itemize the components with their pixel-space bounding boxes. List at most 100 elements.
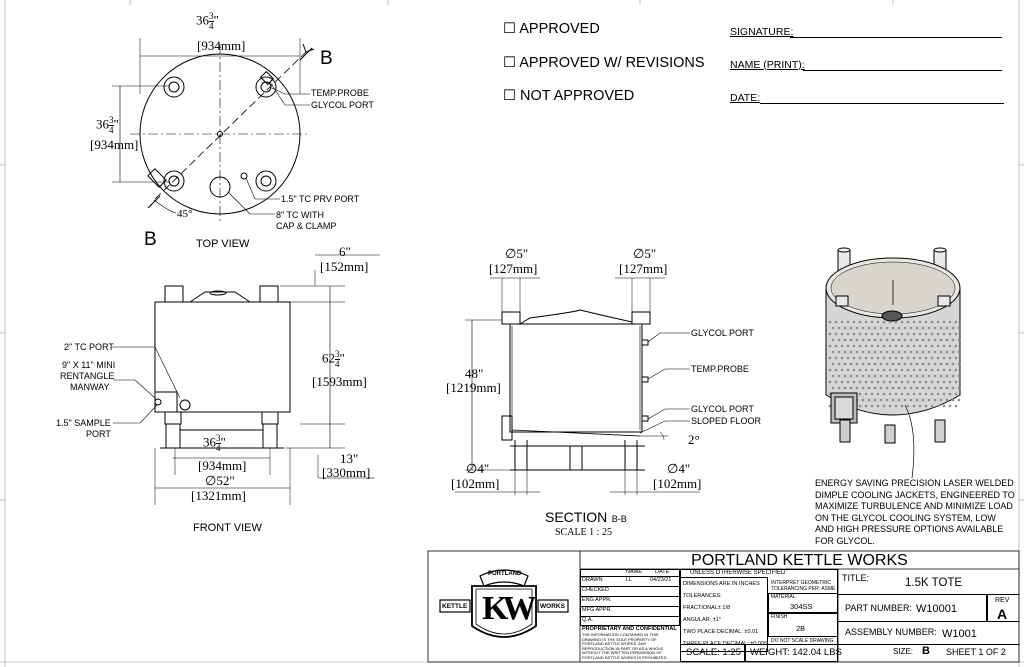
dimple [951, 350, 955, 354]
dimple [945, 350, 949, 354]
dimple [846, 356, 850, 360]
dimple [873, 362, 877, 366]
front-inner-mm: [934mm] [198, 458, 247, 473]
top-temp-probe-label: TEMP.PROBE [311, 88, 369, 98]
approved-option[interactable]: ☐ APPROVED [503, 21, 600, 37]
dimple [861, 398, 865, 402]
dimple [888, 404, 892, 408]
dimple [912, 368, 916, 372]
dimple [900, 320, 904, 324]
dimple [888, 368, 892, 372]
dimple [924, 356, 928, 360]
dimple [858, 368, 862, 372]
dimple [876, 404, 880, 408]
signoff-label: MFG APPR. [582, 607, 612, 613]
dimple [951, 386, 955, 390]
dimple [951, 374, 955, 378]
dimple [885, 326, 889, 330]
dimple [948, 380, 952, 384]
dimple [924, 380, 928, 384]
scale-value: SCALE: 1:25 [686, 647, 741, 658]
top-glycol-port-label: GLYCOL PORT [311, 100, 374, 110]
front-outer-mm: [1321mm] [191, 488, 246, 503]
signature-line[interactable] [790, 37, 1002, 38]
date-line[interactable] [760, 103, 1004, 104]
dimple [921, 338, 925, 342]
name-print-line[interactable] [803, 70, 1002, 71]
approved-revisions-option[interactable]: ☐ APPROVED W/ REVISIONS [503, 55, 705, 71]
section-foot-right-mm: [102mm] [653, 476, 702, 491]
dimple [915, 326, 919, 330]
dimple [831, 350, 835, 354]
dimple [852, 332, 856, 336]
logo-monogram: KW [482, 590, 537, 627]
section-foot-left-dim: ∅4" [466, 461, 490, 476]
not-approved-option[interactable]: ☐ NOT APPROVED [503, 88, 634, 104]
dimple [867, 350, 871, 354]
proprietary-title: PROPRIETARY AND CONFIDENTIAL [582, 626, 677, 632]
dimple [900, 392, 904, 396]
dimple [942, 392, 946, 396]
dimple [858, 344, 862, 348]
dimple [906, 392, 910, 396]
dimple [900, 404, 904, 408]
tolerance-line: DIMENSIONS ARE IN INCHES [683, 581, 760, 587]
company-name: PORTLAND KETTLE WORKS [691, 552, 908, 569]
proprietary-text: THE INFORMATION CONTAINED IN THIS DRAWIN… [582, 632, 668, 660]
dimple-pattern [828, 320, 961, 408]
manway-label-3: MANWAY [70, 382, 110, 392]
dimple [954, 392, 958, 396]
dimple [957, 338, 961, 342]
dimple [915, 338, 919, 342]
dimple [867, 362, 871, 366]
dimple [951, 362, 955, 366]
section-leg-right-mm: [127mm] [619, 261, 668, 276]
dimple [882, 320, 886, 324]
dimple [882, 332, 886, 336]
section-sloped-floor: SLOPED FLOOR [691, 416, 762, 426]
dimple [885, 362, 889, 366]
dimple [942, 368, 946, 372]
dimple [870, 380, 874, 384]
dimple [903, 350, 907, 354]
dimple [927, 350, 931, 354]
dimple [912, 344, 916, 348]
dimple [894, 392, 898, 396]
dimple [831, 374, 835, 378]
signoff-label: Q.A. [582, 617, 594, 623]
dimple [876, 380, 880, 384]
tc-cap-label-2: CAP & CLAMP [276, 221, 337, 231]
dimple [837, 326, 841, 330]
dimple [858, 404, 862, 408]
dimple [858, 380, 862, 384]
dimple [885, 338, 889, 342]
iso-view-drawing [825, 247, 961, 479]
dimple [921, 326, 925, 330]
dimple [957, 386, 961, 390]
dimple [834, 356, 838, 360]
dimple [840, 332, 844, 336]
dimple [912, 380, 916, 384]
dimple [831, 338, 835, 342]
dimple [903, 398, 907, 402]
dimple [891, 326, 895, 330]
front-view-drawing [112, 254, 380, 505]
checkbox-icon[interactable]: ☐ [503, 88, 516, 104]
dimple [852, 344, 856, 348]
dimple [900, 380, 904, 384]
dimple [873, 386, 877, 390]
top-depth-mm: [934mm] [90, 137, 139, 152]
dimple [903, 338, 907, 342]
dimple [870, 392, 874, 396]
date-label: DATE: [730, 92, 761, 104]
dimple [942, 380, 946, 384]
tolerance-line: TWO PLACE DECIMAL: ±0.01 [683, 629, 759, 635]
assembly-value: W1001 [942, 628, 977, 640]
not-approved-label: NOT APPROVED [520, 88, 635, 104]
dimple [930, 392, 934, 396]
checkbox-icon[interactable]: ☐ [503, 21, 516, 37]
dimple [870, 356, 874, 360]
checkbox-icon[interactable]: ☐ [503, 55, 516, 71]
dimple [906, 368, 910, 372]
dimple [900, 344, 904, 348]
